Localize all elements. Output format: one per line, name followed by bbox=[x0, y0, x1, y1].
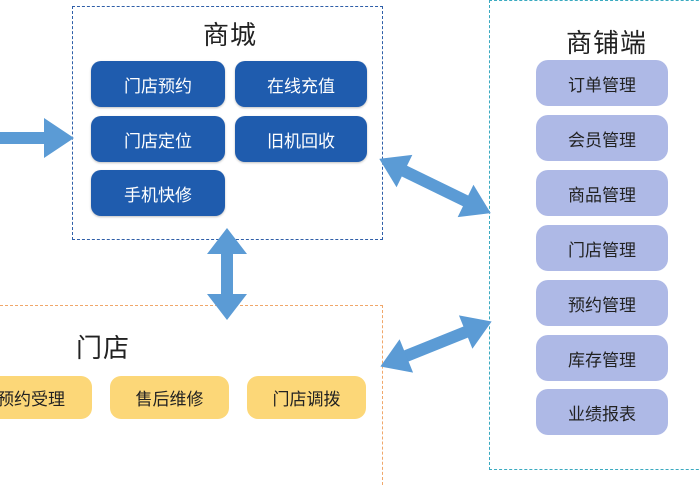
store-item-store-transfer[interactable]: 门店调拨 bbox=[247, 376, 366, 419]
store-title: 门店 bbox=[76, 334, 131, 364]
connector-arrows bbox=[0, 118, 492, 373]
arrow-into-mall bbox=[0, 118, 74, 158]
store-item-booking-intake[interactable]: 预约受理 bbox=[0, 376, 92, 419]
mall-item-online-recharge[interactable]: 在线充值 bbox=[235, 61, 367, 107]
store-item-after-sales-repair[interactable]: 售后维修 bbox=[110, 376, 229, 419]
shop-item-stores[interactable]: 门店管理 bbox=[536, 225, 668, 271]
shop-item-inventory[interactable]: 库存管理 bbox=[536, 335, 668, 381]
shop-item-bookings[interactable]: 预约管理 bbox=[536, 280, 668, 326]
shop-item-products[interactable]: 商品管理 bbox=[536, 170, 668, 216]
shop-item-performance-report[interactable]: 业绩报表 bbox=[536, 389, 668, 435]
shop-item-members[interactable]: 会员管理 bbox=[536, 115, 668, 161]
arrow-store-shop bbox=[380, 315, 492, 373]
mall-item-trade-in[interactable]: 旧机回收 bbox=[235, 116, 367, 162]
arrow-mall-store bbox=[207, 228, 247, 320]
store-panel: 门店 bbox=[0, 305, 383, 485]
shop-item-orders[interactable]: 订单管理 bbox=[536, 60, 668, 106]
mall-item-store-locator[interactable]: 门店定位 bbox=[91, 116, 225, 162]
mall-item-quick-repair[interactable]: 手机快修 bbox=[91, 170, 225, 216]
mall-item-store-booking[interactable]: 门店预约 bbox=[91, 61, 225, 107]
shop-admin-panel: 商铺端 bbox=[489, 0, 700, 470]
mall-title: 商城 bbox=[203, 21, 258, 51]
arrow-mall-shop bbox=[379, 154, 491, 218]
shop-admin-title: 商铺端 bbox=[566, 29, 648, 59]
